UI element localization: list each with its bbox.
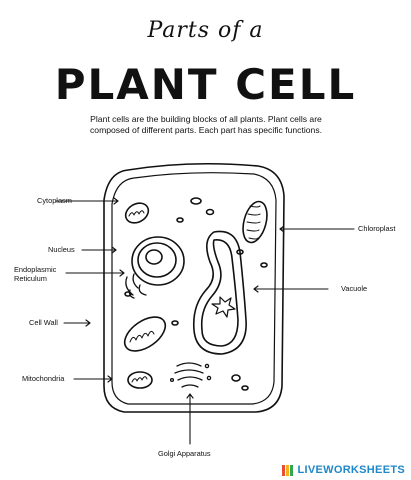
cell-wall-outline — [103, 162, 285, 413]
label-endoplasmic-reticulum: Endoplasmic Reticulum — [14, 265, 57, 283]
mitochondrion-bottom — [127, 371, 153, 389]
brand-name: LIVEWORKSHEETS — [297, 464, 405, 476]
vacuole — [192, 230, 247, 355]
vesicles — [231, 374, 249, 391]
label-cell-wall: Cell Wall — [29, 318, 58, 327]
endoplasmic-reticulum — [125, 273, 147, 299]
label-mitochondria: Mitochondria — [22, 374, 65, 383]
chloroplast — [242, 200, 268, 244]
nucleus — [131, 236, 185, 286]
page-title: PLANT CELL — [54, 60, 357, 109]
mitochondrion-large — [123, 316, 167, 352]
intro-text: Plant cells are the building blocks of a… — [90, 114, 322, 135]
liveworksheets-icon — [281, 464, 295, 476]
label-chloroplast: Chloroplast — [358, 224, 396, 233]
golgi-apparatus — [169, 362, 212, 388]
label-nucleus: Nucleus — [48, 245, 75, 254]
liveworksheets-logo[interactable]: LIVEWORKSHEETS — [281, 464, 406, 476]
cell-membrane-outline — [111, 172, 277, 405]
label-golgi-apparatus: Golgi Apparatus — [158, 449, 211, 458]
mitochondrion-small — [124, 202, 150, 224]
label-vacuole: Vacuole — [341, 284, 368, 293]
leader-lines — [55, 197, 355, 445]
label-cytoplasm: Cytoplasm — [37, 196, 72, 205]
script-title: Parts of a — [147, 18, 264, 43]
